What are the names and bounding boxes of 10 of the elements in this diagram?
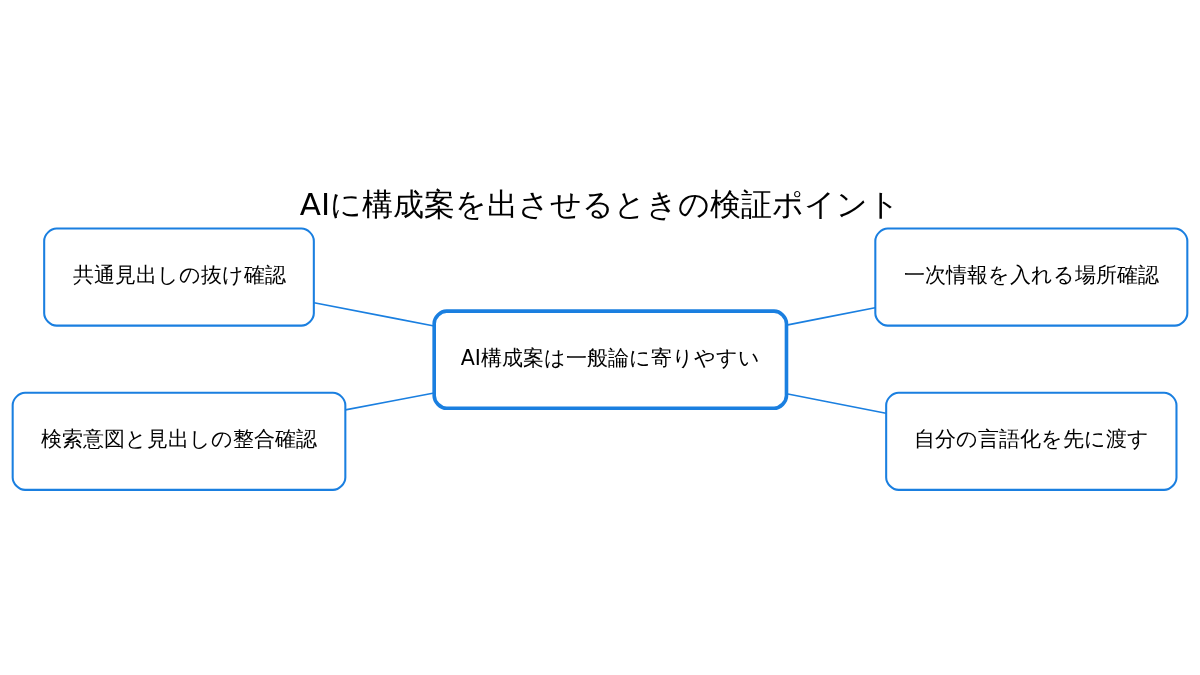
connector [313,301,435,327]
node-box: AI構成案は一般論に寄りやすい [432,308,789,410]
node-box: 自分の言語化を先に渡す [885,391,1178,491]
connector [344,391,435,411]
connector [785,306,876,326]
node-box: 共通見出しの抜け確認 [43,226,315,327]
node-box: 一次情報を入れる場所確認 [874,226,1189,327]
node-box: 検索意図と見出しの整合確認 [11,391,347,491]
connector [785,392,887,414]
diagram-title: AIに構成案を出させるときの検証ポイント [299,185,901,222]
